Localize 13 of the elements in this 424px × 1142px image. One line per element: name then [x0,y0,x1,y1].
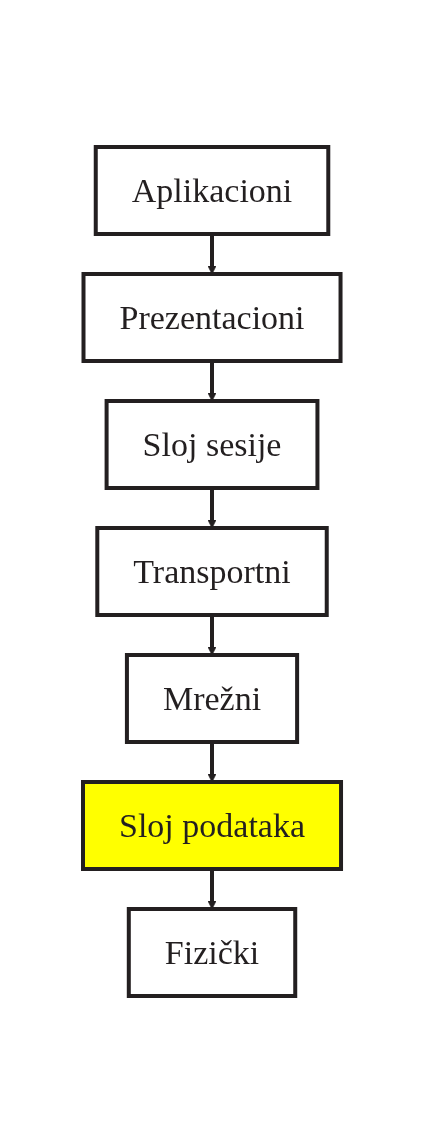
arrow [207,360,217,401]
arrow [207,614,217,655]
arrow [207,233,217,274]
arrow [207,868,217,909]
node-box: Sloj podataka [81,779,343,871]
arrow [207,741,217,782]
node-box: Mrežni [124,652,300,744]
arrow [207,487,217,528]
node-box: Transportni [95,525,329,617]
node-box: Sloj sesije [104,398,320,490]
node-box: Fizički [126,906,298,998]
node-box: Aplikacioni [93,144,331,236]
node-box: Prezentacioni [81,271,343,363]
